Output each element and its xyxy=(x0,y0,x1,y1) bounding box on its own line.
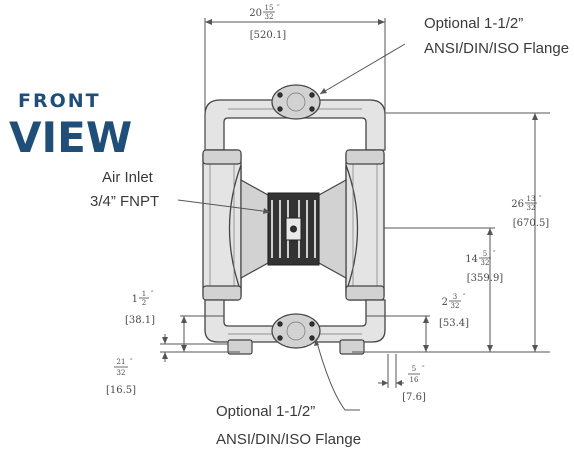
svg-text:″: ″ xyxy=(130,358,133,366)
svg-text:21: 21 xyxy=(117,358,126,366)
svg-text:15: 15 xyxy=(265,4,274,12)
dim-foot-offset: 5 16 ″ [7.6] xyxy=(402,365,426,403)
svg-text:32: 32 xyxy=(527,204,536,212)
top-flange-callout-line1: Optional 1-1/2” xyxy=(424,15,523,32)
svg-text:14: 14 xyxy=(465,254,478,265)
top-flange-callout: Optional 1-1/2” ANSI/DIN/ISO Flange xyxy=(424,15,569,57)
pump-body xyxy=(202,84,386,355)
svg-text:5: 5 xyxy=(412,365,416,373)
svg-text:16: 16 xyxy=(410,376,419,384)
dimension-lines xyxy=(160,18,550,388)
svg-text:″: ″ xyxy=(277,4,280,12)
svg-text:″: ″ xyxy=(463,293,466,301)
dim-bottom-right: 2 3 32 ″ [53.4] xyxy=(439,293,469,329)
front-heading: FRONT xyxy=(18,90,101,112)
svg-text:2: 2 xyxy=(442,297,448,308)
view-heading: VIEW xyxy=(9,113,132,162)
svg-text:5: 5 xyxy=(483,250,487,258)
svg-text:32: 32 xyxy=(481,259,490,267)
svg-text:1: 1 xyxy=(132,294,138,305)
svg-text:[7.6]: [7.6] xyxy=(402,392,426,403)
dim-overall-width: 20 15 32 ″ [520.1] xyxy=(249,4,286,41)
svg-text:1: 1 xyxy=(142,290,146,298)
svg-text:[53.4]: [53.4] xyxy=(439,318,469,329)
bottom-flange-callout-line2: ANSI/DIN/ISO Flange xyxy=(216,431,361,448)
dim-foot-height: 21 32 ″ [16.5] xyxy=(106,358,136,396)
svg-text:26: 26 xyxy=(511,199,524,210)
left-foot xyxy=(227,339,253,355)
svg-text:″: ″ xyxy=(151,290,154,298)
leader-lines xyxy=(177,43,406,411)
dim-inlet-height: 14 5 32 ″ [359.9] xyxy=(465,250,503,284)
svg-text:[359.9]: [359.9] xyxy=(467,273,504,284)
dim-bottom-left: 1 1 2 ″ [38.1] xyxy=(125,290,155,326)
svg-text:2: 2 xyxy=(142,299,146,307)
svg-text:32: 32 xyxy=(117,369,126,377)
svg-text:[520.1]: [520.1] xyxy=(250,30,287,41)
dim-overall-height: 26 13 32 ″ [670.5] xyxy=(511,195,549,229)
svg-text:13: 13 xyxy=(527,195,536,203)
bottom-flange xyxy=(271,313,321,349)
svg-text:32: 32 xyxy=(265,13,274,21)
svg-text:″: ″ xyxy=(422,365,425,373)
svg-text:[670.5]: [670.5] xyxy=(513,218,550,229)
svg-text:3: 3 xyxy=(453,293,457,301)
air-inlet-callout-line1: Air Inlet xyxy=(102,169,154,186)
bottom-flange-callout: Optional 1-1/2” ANSI/DIN/ISO Flange xyxy=(216,403,361,448)
right-foot xyxy=(339,339,365,355)
top-flange-callout-line2: ANSI/DIN/ISO Flange xyxy=(424,40,569,57)
svg-text:[38.1]: [38.1] xyxy=(125,315,155,326)
svg-text:″: ″ xyxy=(539,195,542,203)
svg-text:20: 20 xyxy=(249,8,262,19)
air-inlet-callout-line2: 3/4” FNPT xyxy=(90,193,159,210)
svg-text:[16.5]: [16.5] xyxy=(106,385,136,396)
bottom-flange-callout-line1: Optional 1-1/2” xyxy=(216,403,315,420)
air-inlet-callout: Air Inlet 3/4” FNPT xyxy=(90,169,159,210)
svg-text:32: 32 xyxy=(451,302,460,310)
top-flange xyxy=(271,84,321,120)
svg-text:″: ″ xyxy=(493,250,496,258)
